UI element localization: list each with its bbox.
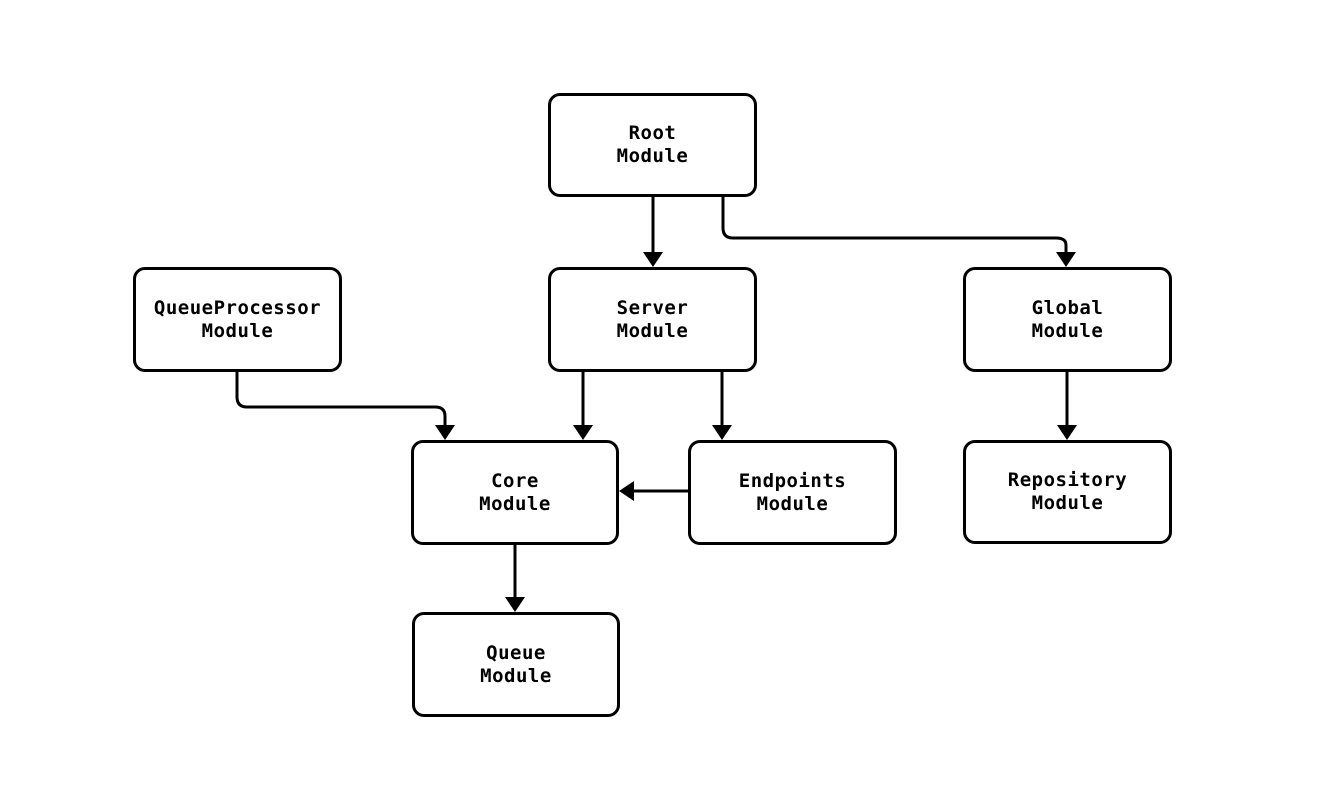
node-global-label-line-1: Module bbox=[1031, 319, 1104, 342]
arrowhead-server-to-core bbox=[573, 425, 593, 440]
arrowhead-server-to-endpoints bbox=[712, 425, 732, 440]
node-queue-label-line-0: Queue bbox=[486, 641, 546, 664]
node-server-label-line-0: Server bbox=[616, 296, 689, 319]
arrowhead-queueprocessor-to-core bbox=[435, 425, 455, 440]
edge-root-to-global bbox=[721, 197, 1068, 252]
node-queueprocessor-label-line-0: QueueProcessor bbox=[153, 296, 322, 319]
node-core-label-line-0: Core bbox=[491, 469, 539, 492]
node-global-label-line-0: Global bbox=[1031, 296, 1104, 319]
arrowhead-root-to-server bbox=[643, 252, 663, 267]
node-queueprocessor-label-line-1: Module bbox=[201, 319, 274, 342]
arrowhead-endpoints-to-core bbox=[619, 481, 634, 501]
arrowhead-root-to-global bbox=[1056, 252, 1076, 267]
arrowhead-global-to-repository bbox=[1057, 425, 1077, 440]
node-root-label-line-0: Root bbox=[628, 122, 677, 144]
node-endpoints-label-line-1: Module bbox=[756, 492, 829, 515]
node-endpoints-label-line-0: Endpoints bbox=[738, 469, 847, 492]
arrowhead-core-to-queue bbox=[505, 597, 525, 612]
node-repository-label-line-1: Module bbox=[1031, 492, 1104, 514]
node-repository-label-line-0: Repository bbox=[1007, 469, 1128, 491]
node-root-label-line-1: Module bbox=[616, 145, 689, 167]
node-queue-label-line-1: Module bbox=[480, 664, 552, 687]
node-server-label-line-1: Module bbox=[616, 319, 689, 342]
node-core-label-line-1: Module bbox=[479, 492, 551, 515]
edge-queueprocessor-to-core bbox=[235, 372, 447, 425]
